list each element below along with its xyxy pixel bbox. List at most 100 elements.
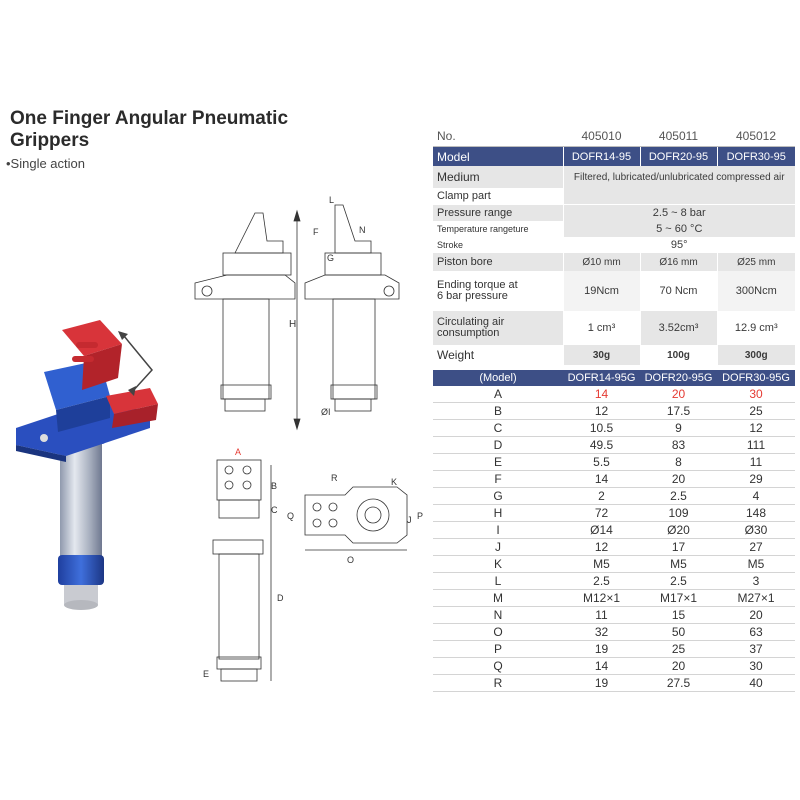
spec-value: Filtered, lubricated/unlubricated compre…	[562, 166, 795, 188]
dim-value: Ø20	[640, 521, 717, 539]
dim-value: M17×1	[640, 589, 717, 607]
side-view-left	[194, 209, 301, 431]
spec-value: 300Ncm	[716, 271, 795, 311]
dim-header-cell: DOFR14-95G	[563, 370, 640, 386]
spec-value: 19Ncm	[562, 271, 640, 311]
dim-value: M27×1	[717, 589, 795, 607]
spec-table: No. 405010 405011 405012 Model DOFR14-95…	[433, 126, 795, 365]
dim-code: P	[433, 640, 563, 658]
dim-value: 30	[717, 657, 795, 675]
spec-label: Temperature rangeture	[433, 221, 563, 237]
dim-label-a: A	[235, 447, 241, 457]
spec-value: 95°	[562, 237, 795, 253]
spec-value: 1 cm³	[562, 311, 640, 345]
spec-value: Ø16 mm	[639, 253, 717, 271]
dim-value: 3	[717, 572, 795, 590]
spec-row-air-consumption: Circulating air consumption 1 cm³ 3.52cm…	[433, 311, 795, 345]
spec-value: 405012	[717, 126, 795, 147]
dim-value: 29	[717, 470, 795, 488]
spec-row-stroke: Stroke 95°	[433, 237, 795, 253]
dim-value: 12	[717, 419, 795, 437]
dim-value: Ø14	[563, 521, 640, 539]
spec-label: Pressure range	[433, 204, 563, 221]
dim-code: I	[433, 521, 563, 539]
gripper-product-image	[16, 320, 158, 610]
dim-label-h: H	[289, 319, 296, 330]
dim-code: E	[433, 453, 563, 471]
dim-value: 63	[717, 623, 795, 641]
dim-code: Q	[433, 657, 563, 675]
dim-label-e: E	[203, 669, 209, 679]
dim-value: 111	[717, 436, 795, 454]
dim-label-f: F	[313, 227, 319, 237]
spec-value: 12.9 cm³	[716, 311, 795, 345]
dim-value: M5	[563, 555, 640, 573]
dim-value: 20	[717, 606, 795, 624]
dim-value: 72	[563, 504, 640, 522]
dim-value: 27.5	[640, 674, 717, 692]
side-view-right	[304, 204, 400, 412]
dim-label-n: N	[359, 225, 366, 235]
dim-value: 83	[640, 436, 717, 454]
dim-value: M12×1	[563, 589, 640, 607]
spec-value: DOFR20-95	[639, 146, 717, 166]
dim-code: B	[433, 402, 563, 420]
dim-value: 17.5	[640, 402, 717, 420]
spec-label: Medium	[433, 166, 563, 188]
spec-value: 100g	[639, 345, 717, 365]
dim-value: 19	[563, 640, 640, 658]
dim-value: 25	[640, 640, 717, 658]
spec-row-piston-bore: Piston bore Ø10 mm Ø16 mm Ø25 mm	[433, 253, 795, 271]
dim-code: J	[433, 538, 563, 556]
spec-value: 70 Ncm	[639, 271, 717, 311]
dim-code: K	[433, 555, 563, 573]
page-title: One Finger Angular Pneumatic Grippers	[10, 108, 289, 151]
dim-value: 14	[563, 470, 640, 488]
spec-value: DOFR30-95	[716, 146, 795, 166]
top-view	[304, 486, 408, 551]
spec-value: 2.5 ~ 8 bar	[562, 204, 795, 221]
dim-value: 19	[563, 674, 640, 692]
spec-label: Circulating air consumption	[433, 311, 563, 345]
dim-code: N	[433, 606, 563, 624]
spec-value: 405011	[640, 126, 717, 147]
spec-row-weight: Weight 30g 100g 300g	[433, 345, 795, 365]
dim-code: G	[433, 487, 563, 505]
dim-value: 14	[563, 386, 640, 403]
spec-label: Stroke	[433, 237, 563, 253]
dim-code: L	[433, 572, 563, 590]
dim-value: 49.5	[563, 436, 640, 454]
dim-code: D	[433, 436, 563, 454]
spec-value: DOFR14-95	[562, 146, 640, 166]
dim-value: 11	[717, 453, 795, 471]
spec-value: 30g	[562, 345, 640, 365]
dim-value: 8	[640, 453, 717, 471]
dim-header-cell: DOFR30-95G	[717, 370, 795, 386]
spec-value: Ø25 mm	[716, 253, 795, 271]
dim-value: 109	[640, 504, 717, 522]
dim-value: 11	[563, 606, 640, 624]
dim-code: H	[433, 504, 563, 522]
dim-label-b: B	[271, 481, 277, 491]
spec-value: Ø10 mm	[562, 253, 640, 271]
dim-value: 27	[717, 538, 795, 556]
dim-value: 50	[640, 623, 717, 641]
spec-row-medium: Medium Filtered, lubricated/unlubricated…	[433, 166, 795, 188]
dim-value: 32	[563, 623, 640, 641]
spec-label: Ending torque at 6 bar pressure	[433, 271, 563, 311]
dim-value: 5.5	[563, 453, 640, 471]
spec-value: 3.52cm³	[639, 311, 717, 345]
dim-value: 20	[640, 470, 717, 488]
dim-code: O	[433, 623, 563, 641]
front-view	[212, 459, 272, 682]
